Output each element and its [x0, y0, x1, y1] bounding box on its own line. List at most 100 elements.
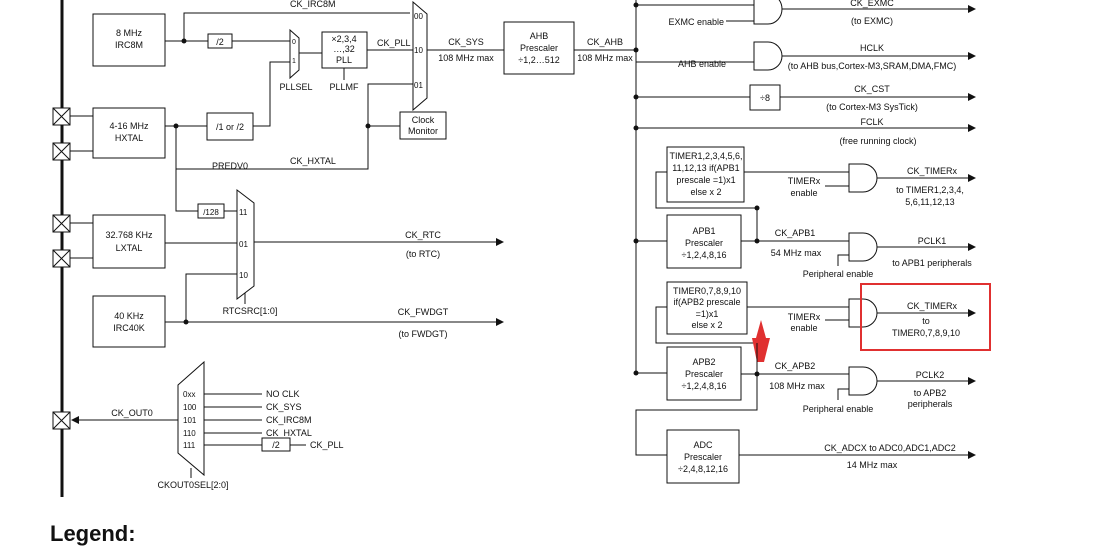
timer1-ck-label: CK_TIMERx: [907, 166, 958, 176]
ckout-in-2: 101: [183, 416, 197, 425]
ckout-sig-pll: CK_PLL: [310, 440, 344, 450]
ck-sys-label: CK_SYS: [448, 37, 484, 47]
apb2-div: ÷1,2,4,8,16: [682, 381, 727, 391]
timer0-line2: if(APB2 prescale: [673, 297, 740, 307]
sysclk-mux: [412, 0, 428, 112]
pllsel-in0: 0: [292, 39, 296, 46]
ckout-div2-label: /2: [272, 440, 280, 450]
clock-monitor-line1: Clock: [412, 115, 435, 125]
irc8m-div2-label: /2: [216, 37, 224, 47]
apb2-prescaler-box: [666, 346, 742, 401]
hclk-to-label: (to AHB bus,Cortex-M3,SRAM,DMA,FMC): [788, 61, 957, 71]
pclk1-label: PCLK1: [918, 236, 947, 246]
ck-fwdgt-label: CK_FWDGT: [398, 307, 449, 317]
apb2-max: 108 MHz max: [769, 381, 825, 391]
pll-name: PLL: [336, 55, 352, 65]
ck-adcx-label: CK_ADCX to ADC0,ADC1,ADC2: [824, 443, 956, 453]
pclk2-to-1: to APB2: [914, 388, 947, 398]
pll-mult: ×2,3,4: [331, 34, 356, 44]
irc8m-name: IRC8M: [115, 40, 143, 50]
sysmux-in01: 01: [414, 81, 423, 90]
ckout-in-3: 110: [183, 429, 196, 438]
timer1-line2: 11,12,13 if(APB1: [672, 163, 739, 173]
ckout-in-0: 0xx: [183, 390, 195, 399]
timer1-enable-1: TIMERx: [788, 176, 821, 186]
adc-title: ADC: [693, 440, 713, 450]
timer0-to-1: to: [922, 316, 930, 326]
timer0-line3: =1)x1: [696, 309, 719, 319]
timer0-enable-1: TIMERx: [788, 312, 821, 322]
ahb-prescaler-box: [503, 21, 575, 75]
ck-pll-label: CK_PLL: [377, 38, 411, 48]
timer0-and-gate: [848, 298, 878, 328]
adc-prescaler-box: [666, 429, 740, 484]
adc-prescaler: Prescaler: [684, 452, 722, 462]
ckout-sig-noclk: NO CLK: [266, 389, 300, 399]
ahb-title: AHB: [530, 31, 549, 41]
ckout-in-1: 100: [183, 403, 197, 412]
apb2-prescaler: Prescaler: [685, 369, 723, 379]
pllsel-label: PLLSEL: [279, 82, 312, 92]
ck-irc8m-label: CK_IRC8M: [290, 0, 336, 9]
clock-monitor-line2: Monitor: [408, 126, 438, 136]
ck-exmc-label: CK_EXMC: [850, 0, 894, 8]
timer1-and-gate: [848, 163, 878, 193]
pll-mult2: …,32: [333, 44, 355, 54]
timer0-to-2: TIMER0,7,8,9,10: [892, 328, 960, 338]
to-fwdgt-label: (to FWDGT): [399, 329, 448, 339]
lxtal-oscillator: [92, 214, 166, 269]
apb1-title: APB1: [692, 226, 715, 236]
lxtal-pin-out-icon: [52, 249, 71, 268]
ck-out0-label: CK_OUT0: [111, 408, 153, 418]
to-exmc-label: (to EXMC): [851, 16, 893, 26]
to-rtc-label: (to RTC): [406, 249, 440, 259]
ckout-pin-icon: [52, 411, 71, 430]
pclk1-and-gate: [848, 232, 878, 262]
sysmux-in00: 00: [414, 12, 423, 21]
ahb-prescaler: Prescaler: [520, 43, 558, 53]
highlight-box: [860, 283, 991, 351]
ck-ahb-max: 108 MHz max: [577, 53, 633, 63]
ahb-enable-label: AHB enable: [678, 59, 726, 69]
ckout-sig-hxtal: CK_HXTAL: [266, 428, 312, 438]
irc8m-oscillator: [92, 13, 166, 67]
ck-ahb-label: CK_AHB: [587, 37, 623, 47]
timer1-enable-2: enable: [790, 188, 817, 198]
lxtal-freq: 32.768 KHz: [105, 230, 153, 240]
legend-title: Legend:: [50, 521, 136, 546]
ckout-mux: [177, 360, 205, 477]
timer1-to-2: 5,6,11,12,13: [905, 197, 954, 207]
div8-label: ÷8: [760, 93, 770, 103]
pclk2-to-2: peripherals: [908, 399, 953, 409]
apb2-periph-enable: Peripheral enable: [803, 404, 874, 414]
timer0-ck-label: CK_TIMERx: [907, 301, 958, 311]
apb1-prescaler-box: [666, 214, 742, 269]
ck-apb2-label: CK_APB2: [775, 361, 816, 371]
hxtal-pin-in-icon: [52, 107, 71, 126]
hxtal-freq: 4-16 MHz: [109, 121, 149, 131]
hclk-label: HCLK: [860, 43, 884, 53]
exmc-and-gate: [753, 0, 783, 25]
ck-hxtal-label: CK_HXTAL: [290, 156, 336, 166]
apb1-max: 54 MHz max: [771, 248, 822, 258]
ckoutsel-label: CKOUT0SEL[2:0]: [157, 480, 228, 490]
timer0-line1: TIMER0,7,8,9,10: [673, 286, 741, 296]
apb1-prescaler: Prescaler: [685, 238, 723, 248]
rtc-mux: [236, 188, 255, 301]
fclk-to-label: (free running clock): [839, 136, 916, 146]
hclk-and-gate: [753, 41, 783, 71]
rtcsrc-label: RTCSRC[1:0]: [223, 306, 278, 316]
pclk1-to-label: to APB1 peripherals: [892, 258, 972, 268]
pclk2-label: PCLK2: [916, 370, 945, 380]
pllsel-mux: [289, 28, 300, 80]
div128-label: /128: [203, 208, 219, 217]
irc40k-oscillator: [92, 295, 166, 348]
lxtal-name: LXTAL: [116, 243, 143, 253]
timer1-line3: prescale =1)x1: [676, 175, 735, 185]
ck-cst-to-label: (to Cortex-M3 SysTick): [826, 102, 918, 112]
fclk-label: FCLK: [860, 117, 883, 127]
ckout-sig-irc8m: CK_IRC8M: [266, 415, 312, 425]
timer1-to-1: to TIMER1,2,3,4,: [896, 185, 964, 195]
adc-max: 14 MHz max: [847, 460, 898, 470]
rtc-in11: 11: [239, 208, 248, 217]
